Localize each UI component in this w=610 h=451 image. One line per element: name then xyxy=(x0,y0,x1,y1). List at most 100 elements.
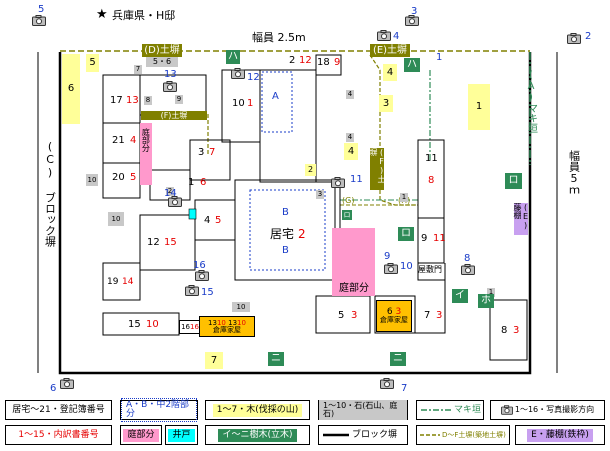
block-wall-sample xyxy=(323,433,349,437)
residence-label: 居宅 xyxy=(270,227,295,241)
legend-standing-trees: イ～ニ樹木(立木) xyxy=(205,425,310,445)
mezzanine-b1: B xyxy=(282,207,289,218)
legend-felled-trees: 1～7・木(伐採の山) xyxy=(205,400,310,420)
building-20: 20 xyxy=(112,172,125,183)
building-19: 19 xyxy=(107,277,119,287)
camera-icon xyxy=(32,15,46,26)
building-7: 7 xyxy=(424,310,431,321)
building-4-ref: 5 xyxy=(215,215,222,226)
photo-13: 13 xyxy=(164,69,177,80)
camera-icon xyxy=(60,378,74,389)
camera-icon xyxy=(567,33,581,44)
building-7-ref: 3 xyxy=(436,310,443,321)
earthen-wall-f2: (F)土塀 xyxy=(369,148,386,190)
standing-tree-ha2: ハ xyxy=(404,58,420,72)
felled-tree-5: 5 xyxy=(86,54,99,72)
photo-8: 8 xyxy=(464,253,471,264)
standing-tree-ni1: ニ xyxy=(268,352,284,366)
building-8: 8 xyxy=(501,325,508,336)
camera-icon xyxy=(163,81,177,92)
building-13b: 13 xyxy=(228,318,238,327)
camera-icon xyxy=(461,264,475,275)
felled-tree-3: 3 xyxy=(379,95,393,112)
legend-wisteria: E・藤棚(鉄枠) xyxy=(515,425,605,445)
building-10: 10 xyxy=(232,98,245,109)
building-13a-ref: 10 xyxy=(216,318,226,327)
building-1-ref: 6 xyxy=(200,177,207,188)
photo-16: 16 xyxy=(193,260,206,271)
garden-label-2: 庭部分 xyxy=(334,283,374,295)
gate-label: 屋敷門 xyxy=(418,265,442,274)
photo-11: 11 xyxy=(350,174,363,185)
legend-mezzanine: A・B・中2階部分 xyxy=(120,398,198,422)
building-9-ref: 11 xyxy=(433,233,446,244)
building-9: 9 xyxy=(421,233,428,244)
maki-hedge-label: (A)マキ垣 xyxy=(525,70,537,133)
camera-icon xyxy=(500,405,513,415)
road-top-label: 幅員 2.5m xyxy=(252,31,306,44)
building-4: 4 xyxy=(204,215,211,226)
building-11: 11 xyxy=(425,153,438,164)
building-5-ref: 3 xyxy=(351,310,358,321)
stone-3: 3 xyxy=(316,190,324,199)
felled-tree-4b: 4 xyxy=(344,143,358,160)
building-1: 1 xyxy=(188,177,195,188)
mezzanine-a: A xyxy=(272,91,279,102)
photo-5: 5 xyxy=(38,4,45,15)
legend-maki-hedge: マキ垣 xyxy=(416,400,484,420)
building-13b-ref: 10 xyxy=(237,318,246,327)
building-21-ref: 4 xyxy=(130,135,137,146)
camera-icon xyxy=(331,177,345,188)
camera-icon xyxy=(377,30,391,41)
building-17-ref: 13 xyxy=(126,95,139,106)
stone-4b: 4 xyxy=(346,133,354,142)
building-16-ref: 16 xyxy=(190,322,199,331)
felled-tree-2: 2 xyxy=(305,164,316,176)
stone-10c: 10 xyxy=(232,302,250,312)
photo-14: 14 xyxy=(164,188,177,199)
photo-2: 2 xyxy=(585,31,592,42)
building-6: 6 xyxy=(386,307,393,317)
storehouse-2-label: 倉庫家屋 xyxy=(380,316,408,324)
block-wall xyxy=(58,52,532,375)
standing-tree-ha1: ハ xyxy=(226,50,240,64)
earthen-wall-d: (D)土塀 xyxy=(142,44,182,57)
building-2: 2 xyxy=(289,55,296,66)
garden-label-1: 庭部分 xyxy=(141,128,151,152)
building-12: 12 xyxy=(147,237,160,248)
building-16: 16 xyxy=(181,322,190,331)
page-title: 兵庫県・H邸 xyxy=(112,9,176,22)
stone-2: 2 xyxy=(166,187,174,196)
stone-7: 7 xyxy=(134,65,142,74)
building-8-ref: 3 xyxy=(513,325,520,336)
building-6-ref: 3 xyxy=(395,307,402,317)
standing-tree-ro3: ロ xyxy=(342,210,352,220)
wisteria-trellis: (E)藤棚 xyxy=(513,203,530,235)
legend-earthen-wall: D～F土塀(築地土塀) xyxy=(416,425,510,445)
felled-tree-4a: 4 xyxy=(383,64,397,81)
legend-stones: 1～10・石(石山、庭石) xyxy=(318,400,408,420)
maki-hedge-sample xyxy=(421,409,451,411)
camera-icon xyxy=(380,378,394,389)
standing-tree-ro2: ロ xyxy=(398,227,414,241)
building-11-ref: 8 xyxy=(428,175,435,186)
mezzanine-b2: B xyxy=(282,245,289,256)
building-2-ref: 12 xyxy=(299,55,312,66)
felled-tree-6: 6 xyxy=(62,54,80,124)
photo-15: 15 xyxy=(201,287,214,298)
standing-tree-ni2: ニ xyxy=(390,352,406,366)
earthen-wall-sample xyxy=(420,434,440,436)
stone-1b: 1 xyxy=(400,193,408,202)
building-19-ref: 14 xyxy=(122,277,134,287)
photo-9: 9 xyxy=(384,251,391,262)
building-17: 17 xyxy=(110,95,123,106)
stone-4a: 4 xyxy=(346,90,354,99)
legend-registry: 居宅～21・登記簿番号 xyxy=(5,400,112,420)
building-5: 5 xyxy=(338,310,345,321)
standing-tree-i: イ xyxy=(452,289,468,303)
building-21: 21 xyxy=(112,135,125,146)
storehouse-1: 1310 1310 倉庫家屋 xyxy=(199,316,255,337)
building-18: 18 xyxy=(317,57,330,68)
block-wall-label: (C) ブロック塀 xyxy=(43,140,57,247)
